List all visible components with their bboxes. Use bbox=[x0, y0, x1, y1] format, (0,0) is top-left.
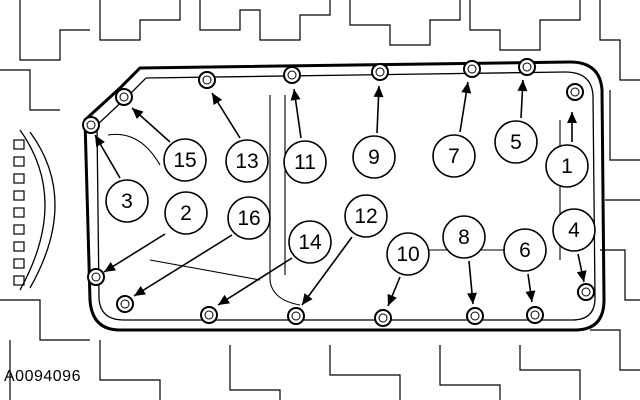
callout-label: 5 bbox=[510, 131, 522, 154]
leader-arrow-9 bbox=[373, 85, 384, 134]
bolt-16 bbox=[116, 295, 134, 313]
callout-1: 1 bbox=[545, 144, 589, 188]
callout-2: 2 bbox=[164, 191, 208, 235]
callout-4: 4 bbox=[552, 208, 596, 252]
callout-label: 1 bbox=[561, 155, 573, 178]
bolt-6 bbox=[526, 306, 544, 324]
bolt-2 bbox=[87, 268, 105, 286]
callout-label: 8 bbox=[458, 226, 470, 249]
bolt-13 bbox=[198, 71, 216, 89]
leader-arrow-8 bbox=[467, 260, 477, 305]
leader-arrow-group bbox=[94, 79, 587, 307]
callout-label: 6 bbox=[519, 239, 531, 262]
bolt-8 bbox=[466, 307, 484, 325]
callout-11: 11 bbox=[283, 140, 327, 184]
callout-label: 11 bbox=[294, 151, 316, 174]
callout-label: 3 bbox=[121, 190, 133, 213]
callout-5: 5 bbox=[494, 120, 538, 164]
figure-id-label: A0094096 bbox=[4, 368, 81, 385]
callout-label: 16 bbox=[237, 207, 260, 230]
sprocket-tooth bbox=[13, 139, 25, 150]
bolt-4 bbox=[577, 283, 595, 301]
leader-arrow-14 bbox=[217, 257, 293, 306]
bolt-10 bbox=[374, 309, 392, 327]
bolt-15 bbox=[115, 88, 133, 106]
callout-label: 10 bbox=[396, 243, 419, 266]
leader-arrow-7 bbox=[459, 81, 472, 133]
callout-14: 14 bbox=[288, 220, 332, 264]
sprocket-tooth bbox=[13, 258, 25, 269]
bolt-5 bbox=[518, 58, 536, 76]
sprocket-tooth bbox=[13, 207, 25, 218]
callout-15: 15 bbox=[163, 138, 207, 182]
sprocket-tooth bbox=[13, 275, 25, 286]
callout-label: 12 bbox=[354, 205, 377, 228]
bolt-group bbox=[82, 58, 595, 327]
callout-label: 14 bbox=[298, 231, 322, 254]
leader-arrow-1 bbox=[567, 112, 577, 142]
leader-arrow-11 bbox=[290, 88, 302, 139]
leader-arrow-5 bbox=[517, 79, 528, 119]
leader-arrow-13 bbox=[211, 92, 241, 139]
callout-label: 2 bbox=[180, 202, 192, 225]
sprocket-tooth bbox=[13, 241, 25, 252]
callout-7: 7 bbox=[432, 134, 476, 178]
bolt-1 bbox=[566, 83, 584, 101]
callout-label: 9 bbox=[368, 146, 380, 169]
bolt-3 bbox=[82, 116, 100, 134]
leader-arrow-2 bbox=[103, 233, 166, 273]
callout-6: 6 bbox=[503, 228, 547, 272]
callout-9: 9 bbox=[352, 135, 396, 179]
bolt-12 bbox=[287, 307, 305, 325]
oil-pan-gasket bbox=[83, 60, 606, 332]
leader-arrow-4 bbox=[576, 253, 587, 283]
callout-16: 16 bbox=[227, 196, 271, 240]
callout-13: 13 bbox=[225, 139, 269, 183]
callout-10: 10 bbox=[386, 232, 430, 276]
leader-arrow-12 bbox=[301, 236, 353, 306]
sprocket-tooth bbox=[13, 173, 25, 184]
bolt-14 bbox=[200, 306, 218, 324]
callout-label: 4 bbox=[568, 219, 580, 242]
callout-label: 13 bbox=[235, 150, 258, 173]
sprocket-tooth bbox=[13, 156, 25, 167]
callout-3: 3 bbox=[105, 179, 149, 223]
leader-arrow-15 bbox=[131, 107, 171, 143]
bolt-9 bbox=[371, 63, 389, 81]
leader-arrow-10 bbox=[387, 276, 401, 307]
leader-arrow-16 bbox=[133, 234, 233, 297]
callout-12: 12 bbox=[344, 194, 388, 238]
callout-8: 8 bbox=[442, 215, 486, 259]
sprocket-tooth bbox=[13, 190, 25, 201]
callout-label: 7 bbox=[448, 145, 460, 168]
leader-arrow-6 bbox=[525, 273, 536, 303]
leader-arrow-3 bbox=[94, 134, 121, 179]
sprocket-tooth bbox=[13, 224, 25, 235]
bolt-11 bbox=[283, 66, 301, 84]
bolt-7 bbox=[463, 60, 481, 78]
callout-label: 15 bbox=[173, 149, 196, 172]
timing-sprocket bbox=[13, 129, 56, 291]
